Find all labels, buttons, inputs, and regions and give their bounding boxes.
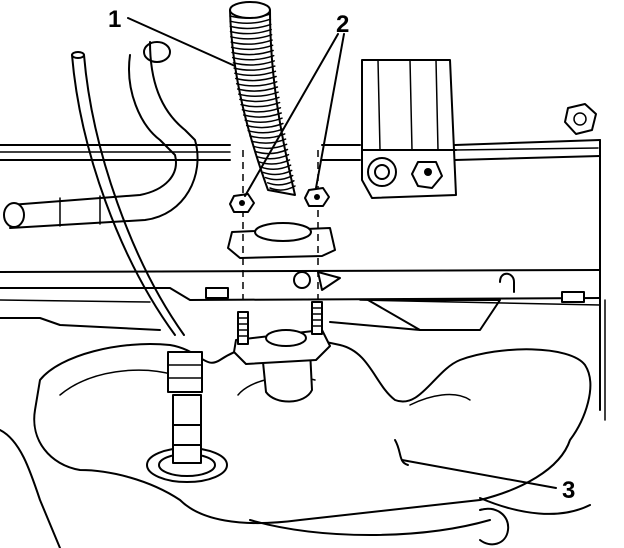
loom-rib [235, 81, 278, 87]
loom-rib [230, 34, 273, 40]
loom-rib [264, 174, 294, 181]
loom-rib [241, 107, 282, 113]
nut-left [229, 193, 255, 213]
loom-rib [242, 112, 282, 118]
leader-lines [127, 17, 557, 489]
callout-2-label: 2 [336, 11, 349, 38]
stud-right [311, 301, 323, 335]
loom-rib [230, 39, 273, 45]
oxygen-sensor-wire [71, 51, 185, 336]
lower-flange-with-studs [233, 301, 331, 403]
loom-rib [239, 96, 280, 103]
callout-3-label: 3 [562, 477, 575, 504]
oxygen-sensor-body [146, 351, 228, 483]
corrugated-loom-tube [229, 1, 296, 196]
loom-rib [235, 75, 277, 82]
loom-rib [230, 44, 274, 51]
loom-rib [258, 159, 291, 165]
loom-rib [254, 148, 289, 155]
loom-rib [245, 122, 284, 129]
loom-rib [260, 164, 292, 171]
loom-rib [250, 138, 287, 144]
loom-rib [269, 185, 296, 191]
nut-right [304, 187, 330, 207]
loom-rib [256, 153, 290, 160]
loom-rib [229, 28, 272, 35]
loom-rib [231, 49, 274, 56]
loom-rib [262, 169, 293, 176]
loom-rib [249, 133, 286, 139]
loom-rib [233, 65, 276, 71]
upper-hoses [3, 41, 199, 229]
loom-rib [266, 180, 295, 186]
loom-rib [252, 143, 288, 150]
loom-rib [234, 70, 277, 77]
loom-rib [236, 86, 279, 92]
stud-left [237, 311, 249, 345]
loom-rib [240, 101, 281, 108]
loom-rib [247, 127, 285, 134]
loom-rib [238, 91, 279, 98]
loom-rib [231, 54, 275, 61]
callout-1-label: 1 [108, 6, 121, 33]
loom-rib [232, 60, 275, 66]
loom-rib [229, 23, 272, 30]
upper-flange-plate [227, 150, 336, 300]
loom-rib [244, 117, 283, 124]
right-bracket [361, 59, 597, 199]
panel-details [205, 271, 585, 331]
loom-rib [229, 18, 272, 25]
